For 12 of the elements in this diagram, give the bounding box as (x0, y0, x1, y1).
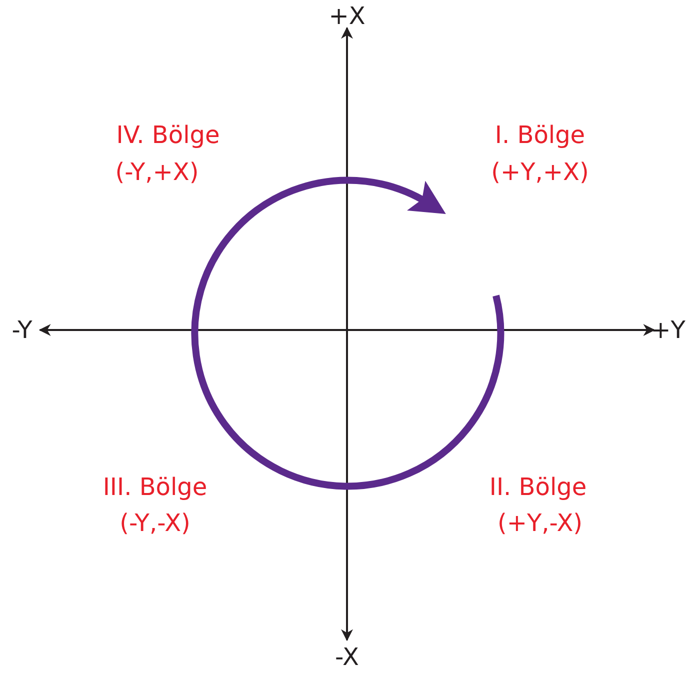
quadrant-label: II. Bölge (489, 475, 587, 499)
quadrant-label: I. Bölge (494, 123, 586, 147)
quadrant-coordinates: (-Y,+X) (115, 160, 199, 184)
quadrant-label: IV. Bölge (116, 123, 220, 147)
axis-label: +Y (650, 318, 686, 342)
quadrant-coordinates: (+Y,+X) (491, 160, 589, 184)
axis-label: +X (328, 4, 366, 28)
quadrant-label: III. Bölge (102, 475, 208, 499)
axis-label: -Y (12, 318, 32, 342)
axis-label: -X (335, 645, 359, 669)
quadrant-coordinates: (+Y,-X) (497, 511, 583, 535)
quadrant-coordinates: (-Y,-X) (120, 511, 190, 535)
